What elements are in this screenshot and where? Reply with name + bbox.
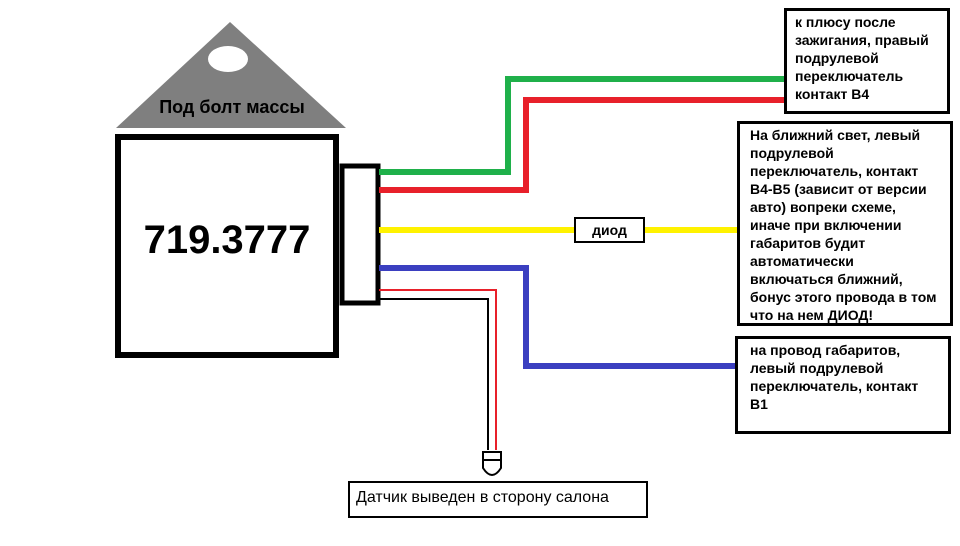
red-wire (379, 97, 784, 193)
green-wire (379, 76, 784, 175)
mount-label: Под болт массы (159, 97, 305, 117)
sensor-wire-black (379, 298, 489, 450)
sensor-note: Датчик выведен в сторону салона (348, 481, 648, 518)
sensor-wire-red (379, 289, 497, 450)
sensor-probe-icon (482, 451, 502, 476)
note-parking-lights: на провод габаритов, левый подрулевой пе… (735, 336, 951, 434)
bolt-hole (208, 46, 248, 72)
relay-model: 719.3777 (143, 218, 311, 262)
blue-wire (379, 265, 735, 369)
mount-bracket-triangle (116, 22, 346, 128)
relay-connector (339, 163, 381, 306)
note-ignition: к плюсу после зажигания, правый подрулев… (784, 8, 950, 114)
note-low-beam: На ближний свет, левый подрулевой перекл… (737, 121, 953, 326)
relay-body (115, 134, 339, 358)
diode-label: диод (574, 217, 645, 243)
